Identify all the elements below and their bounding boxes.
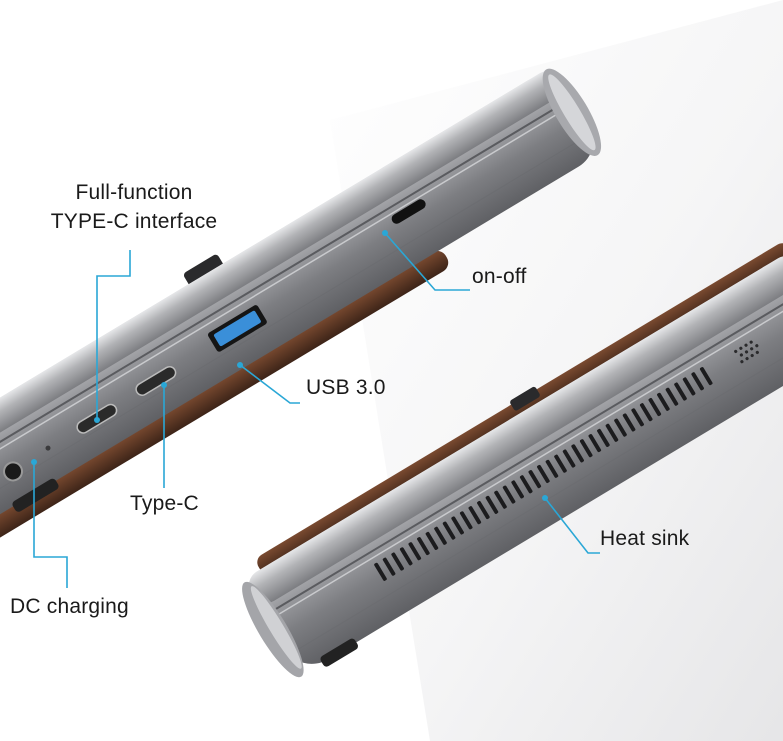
label-full-function-line1: Full-function — [75, 181, 193, 204]
callout-line-dc — [33, 462, 68, 588]
heat-sink-vents — [374, 367, 713, 581]
power-button — [391, 199, 426, 224]
callout-line-on-off — [384, 232, 470, 291]
label-usb: USB 3.0 — [306, 376, 386, 399]
laptop-side-ports — [0, 68, 602, 551]
dc-jack — [3, 461, 24, 482]
callout-line-heat-sink — [544, 497, 600, 554]
label-dc-charging: DC charging — [10, 595, 129, 618]
type-c-port — [135, 365, 177, 396]
callout-line-full-function — [96, 250, 131, 420]
label-heat-sink: Heat sink — [600, 527, 690, 550]
label-type-c: Type-C — [130, 492, 199, 515]
laptop-side-vents — [242, 243, 783, 678]
label-on-off: on-off — [472, 265, 527, 288]
label-full-function-type-c: Full-function TYPE-C interface — [40, 178, 228, 236]
callout-line-usb — [239, 364, 300, 404]
speaker-grille — [734, 340, 759, 364]
label-full-function-line2: TYPE-C interface — [50, 210, 218, 233]
